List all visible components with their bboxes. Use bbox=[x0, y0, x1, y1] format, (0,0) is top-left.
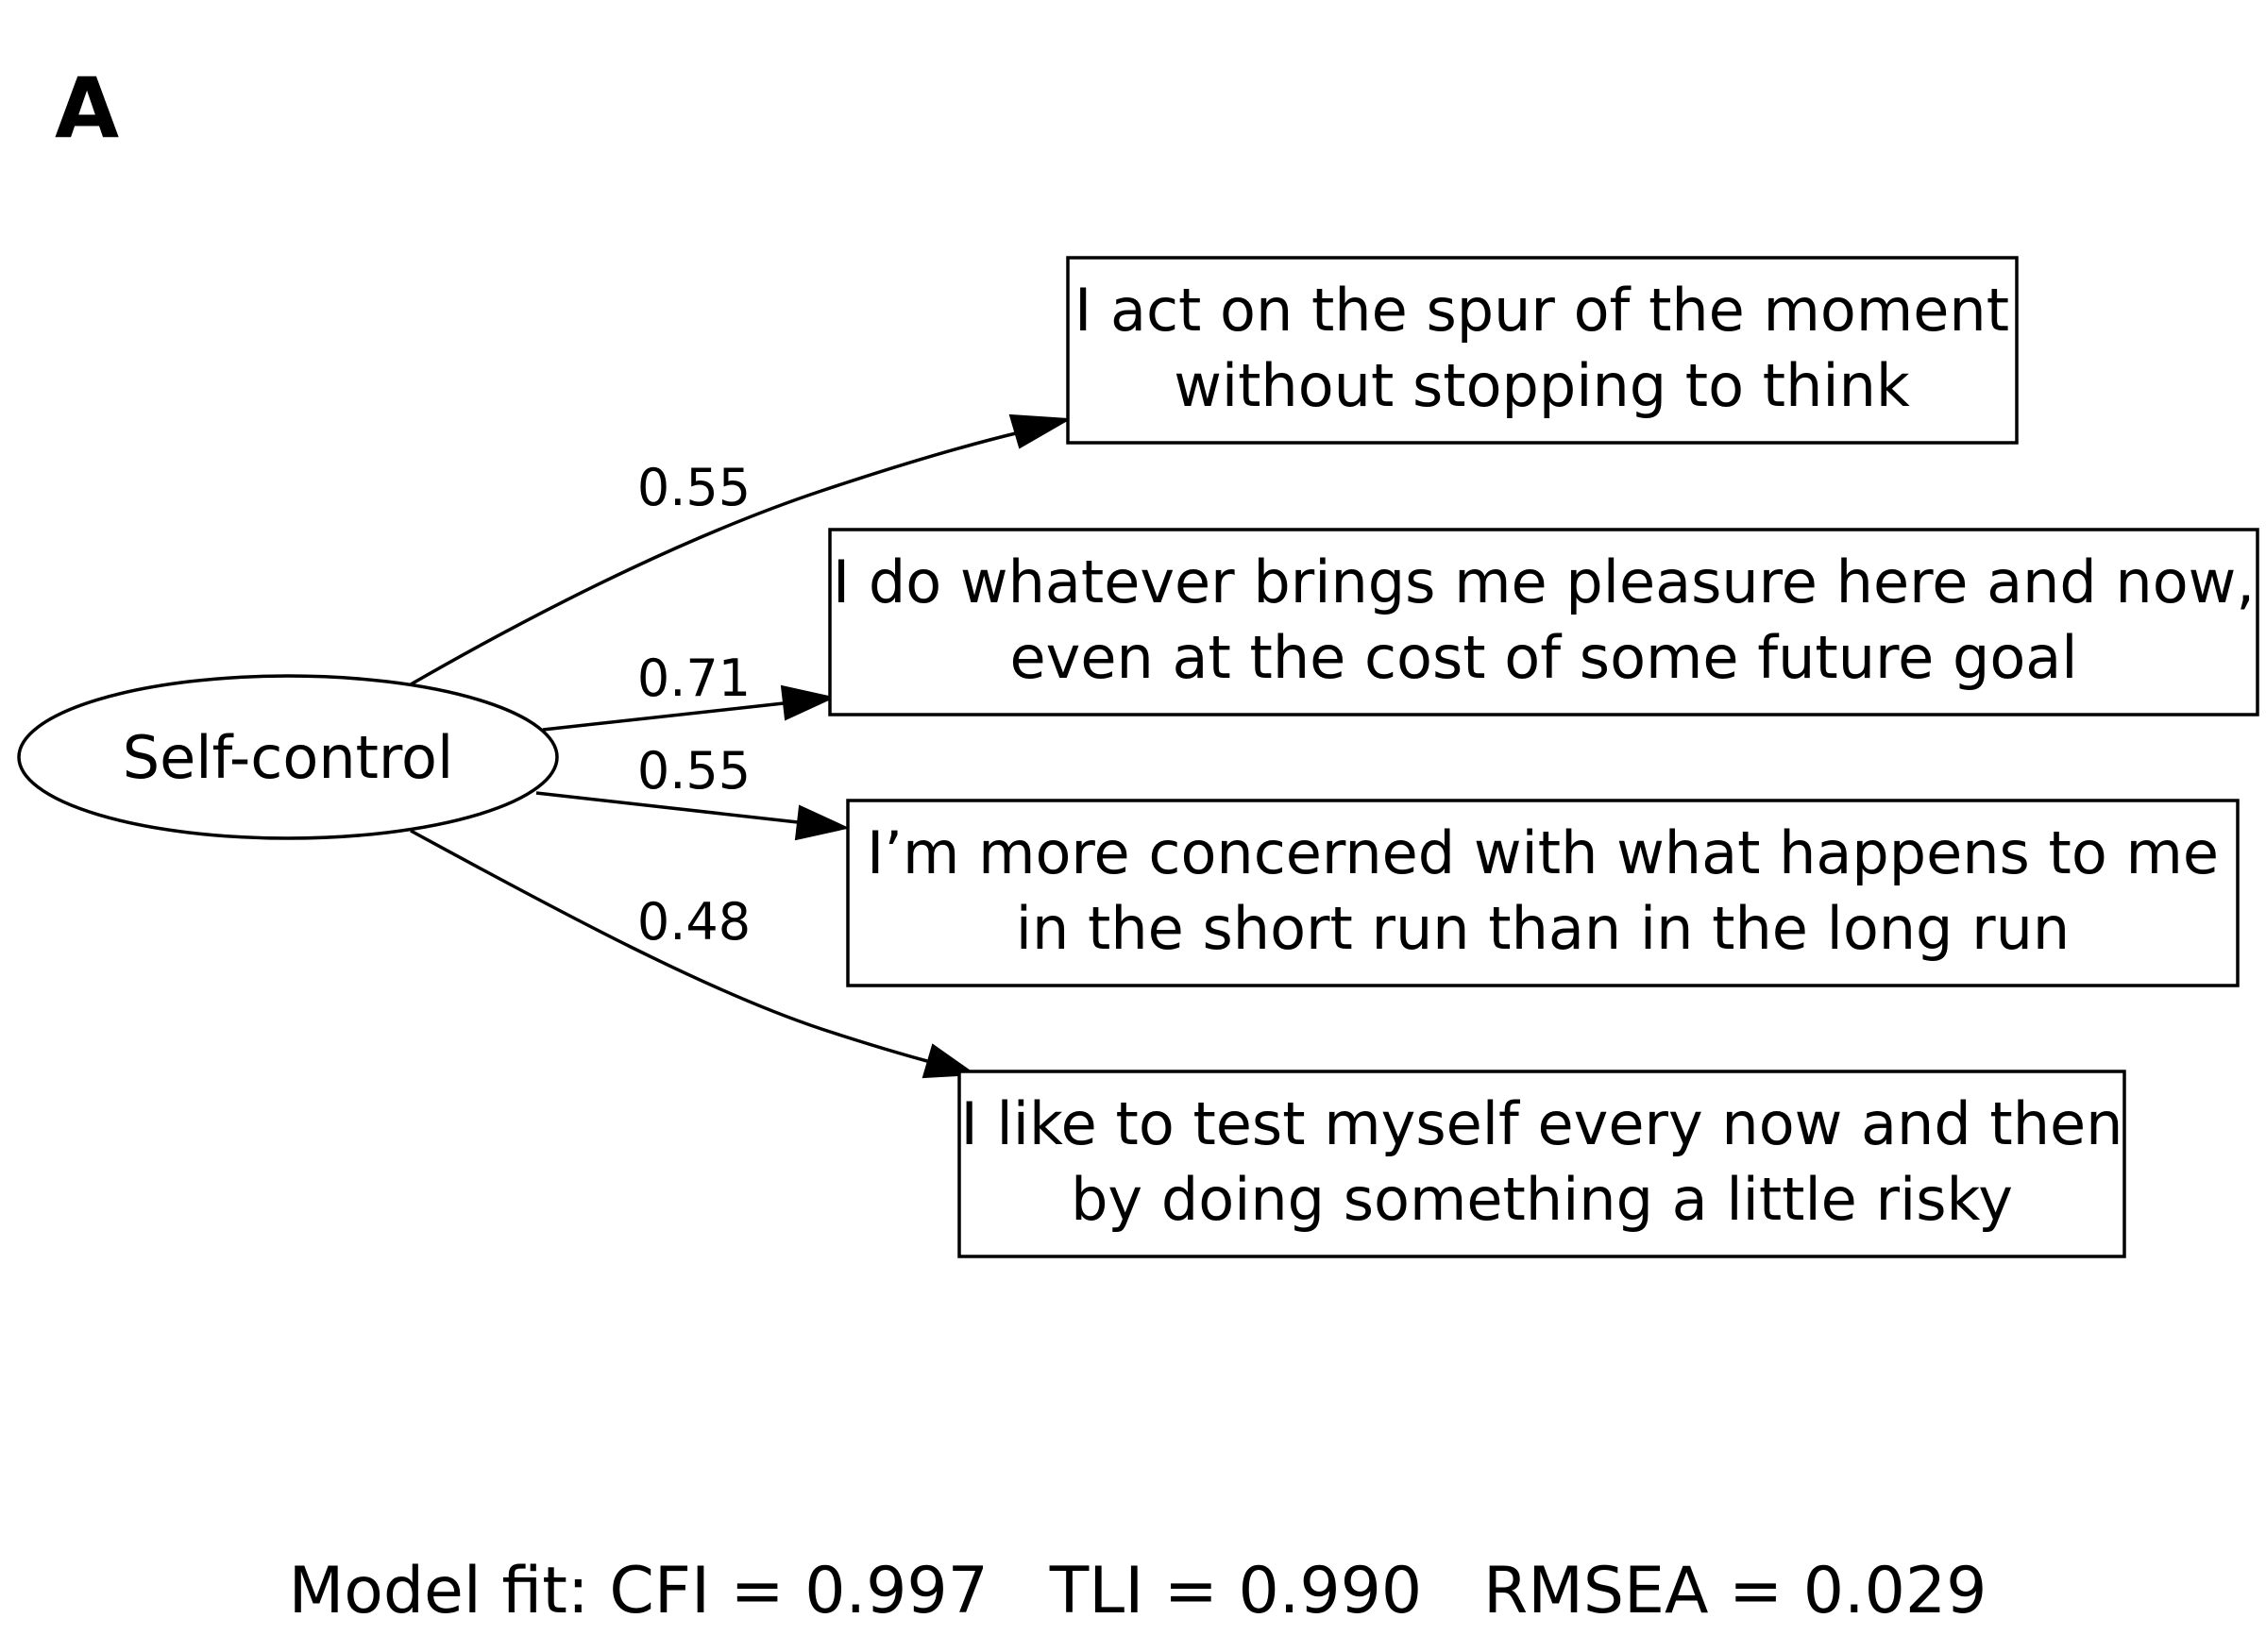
latent-ellipse bbox=[17, 674, 559, 840]
indicator-2-line-2: even at the cost of some future goal bbox=[1010, 623, 2078, 692]
indicator-box-1: I act on the spur of the moment without … bbox=[1066, 256, 2019, 445]
loading-label-4: 0.48 bbox=[637, 892, 751, 952]
arrowhead-4 bbox=[922, 1043, 977, 1079]
indicator-1-line-2: without stopping to think bbox=[1174, 351, 1910, 420]
loading-label-2: 0.71 bbox=[637, 649, 751, 708]
latent-node: Self-control bbox=[17, 674, 559, 840]
indicator-1-line-1: I act on the spur of the moment bbox=[1074, 276, 2009, 345]
latent-label: Self-control bbox=[123, 723, 453, 792]
edge-path-2 bbox=[542, 701, 785, 732]
indicator-box-2: I do whatever brings me pleasure here an… bbox=[828, 528, 2259, 716]
arrowhead-3 bbox=[794, 804, 851, 841]
indicator-4-line-1: I like to test myself every now and then bbox=[961, 1089, 2123, 1158]
indicator-3-line-1: I’m more concerned with what happens to … bbox=[867, 818, 2219, 887]
arrowhead-1 bbox=[1008, 413, 1073, 449]
edges bbox=[410, 413, 1073, 1079]
edge-labels: 0.55 0.71 0.55 0.48 bbox=[637, 458, 751, 952]
edge-path-3 bbox=[535, 791, 799, 824]
indicator-3-line-2: in the short run than in the long run bbox=[1016, 894, 2070, 963]
model-fit-caption: Model fit: CFI = 0.997 TLI = 0.990 RMSEA… bbox=[289, 1554, 1987, 1628]
panel-label: A bbox=[55, 59, 119, 157]
indicator-box-3: I’m more concerned with what happens to … bbox=[846, 799, 2240, 987]
loading-label-1: 0.55 bbox=[637, 458, 751, 517]
loading-label-3: 0.55 bbox=[637, 741, 751, 801]
indicator-4-line-2: by doing something a little risky bbox=[1071, 1165, 2013, 1234]
edge-path-1 bbox=[410, 430, 1021, 686]
edge-path-4 bbox=[410, 829, 928, 1063]
indicator-box-4: I like to test myself every now and then… bbox=[957, 1070, 2126, 1258]
indicator-2-line-1: I do whatever brings me pleasure here an… bbox=[833, 548, 2255, 616]
arrowhead-2 bbox=[780, 684, 837, 721]
